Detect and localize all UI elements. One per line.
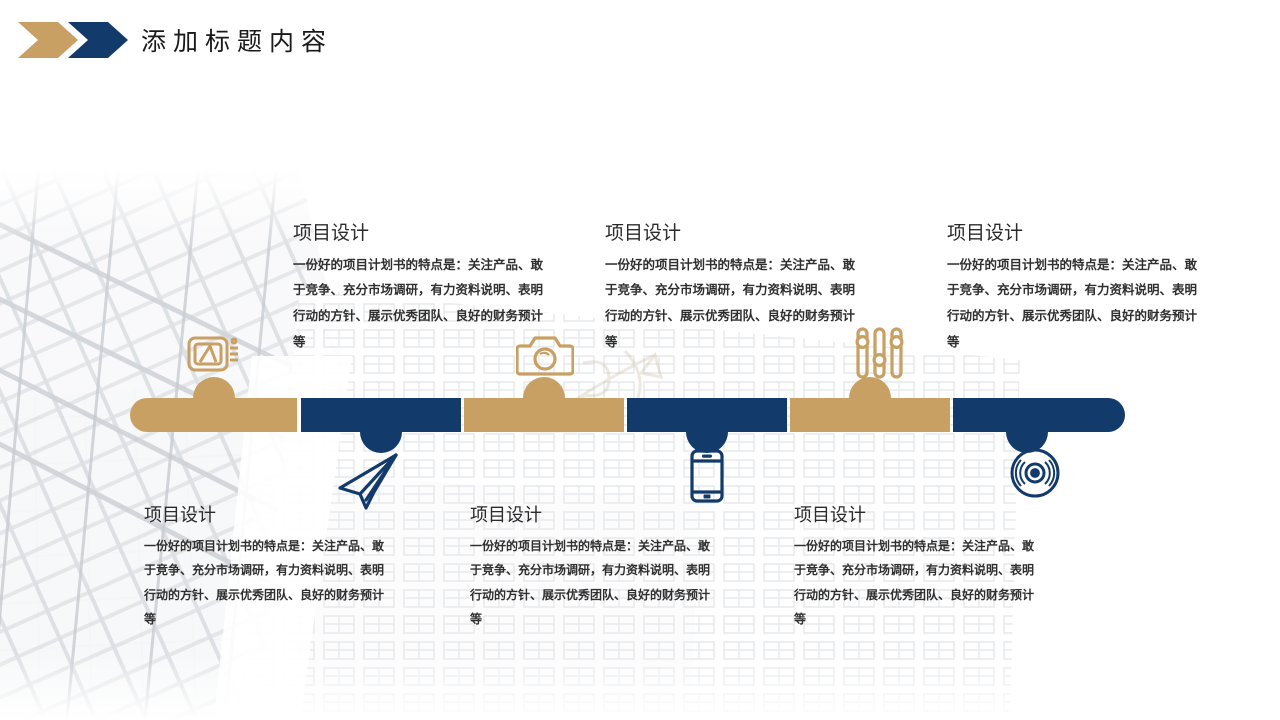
- timeline-bar-4: [627, 398, 787, 432]
- timeline-segment-4[interactable]: [627, 398, 787, 453]
- timeline-item-text-5: 项目设计 一份好的项目计划书的特点是：关注产品、敢于竞争、充分市场调研，有力资料…: [947, 222, 1197, 354]
- timeline-node-1: [192, 377, 235, 398]
- timeline-node-6: [1005, 432, 1048, 453]
- vinyl-disc-icon: [1008, 446, 1062, 505]
- item-title-6: 项目设计: [794, 505, 866, 526]
- timeline-bar-5: [790, 398, 950, 432]
- chevron-navy-icon: [68, 22, 128, 63]
- timeline-item-text-3: 项目设计 一份好的项目计划书的特点是：关注产品、敢于竞争、充分市场调研，有力资料…: [605, 222, 855, 354]
- paper-plane-icon: [336, 452, 402, 515]
- item-title-1: 项目设计: [293, 222, 370, 244]
- slide-header: 添加标题内容: [0, 0, 1280, 80]
- camera-icon: [515, 332, 575, 383]
- chevron-gold-icon: [18, 22, 78, 63]
- timeline-node-2: [360, 432, 402, 453]
- item-body-6: 一份好的项目计划书的特点是：关注产品、敢于竞争、充分市场调研，有力资料说明、表明…: [794, 538, 1035, 627]
- timeline-item-text-6: 项目设计 一份好的项目计划书的特点是：关注产品、敢于竞争、充分市场调研，有力资料…: [794, 505, 1034, 632]
- timeline-node-3: [523, 377, 565, 398]
- item-title-2: 项目设计: [144, 505, 216, 526]
- timeline-segment-5[interactable]: [790, 377, 950, 432]
- timeline-bar-6: [953, 398, 1125, 432]
- timeline-segment-1[interactable]: [130, 377, 297, 432]
- tv-icon: [186, 330, 244, 383]
- page-title: 添加标题内容: [141, 27, 334, 56]
- timeline-bar-2: [301, 398, 461, 432]
- timeline-item-text-2: 项目设计 一份好的项目计划书的特点是：关注产品、敢于竞争、充分市场调研，有力资料…: [144, 505, 384, 632]
- item-title-5: 项目设计: [947, 222, 1024, 244]
- timeline-segment-3[interactable]: [464, 377, 624, 432]
- equalizer-icon: [854, 326, 906, 387]
- smartphone-icon: [689, 448, 725, 509]
- item-body-1: 一份好的项目计划书的特点是：关注产品、敢于竞争、充分市场调研，有力资料说明、表明…: [293, 256, 544, 349]
- timeline-item-text-1: 项目设计 一份好的项目计划书的特点是：关注产品、敢于竞争、充分市场调研，有力资料…: [293, 222, 543, 354]
- timeline-bar-3: [464, 398, 624, 432]
- item-body-5: 一份好的项目计划书的特点是：关注产品、敢于竞争、充分市场调研，有力资料说明、表明…: [947, 256, 1198, 349]
- timeline-segment-2[interactable]: [301, 398, 461, 453]
- timeline-node-5: [849, 377, 891, 398]
- timeline-bar-1: [130, 398, 297, 432]
- timeline-item-text-4: 项目设计 一份好的项目计划书的特点是：关注产品、敢于竞争、充分市场调研，有力资料…: [470, 505, 710, 632]
- item-body-4: 一份好的项目计划书的特点是：关注产品、敢于竞争、充分市场调研，有力资料说明、表明…: [470, 538, 711, 627]
- timeline-node-4: [686, 432, 728, 453]
- item-body-3: 一份好的项目计划书的特点是：关注产品、敢于竞争、充分市场调研，有力资料说明、表明…: [605, 256, 856, 349]
- timeline-segment-6[interactable]: [953, 398, 1125, 453]
- item-title-3: 项目设计: [605, 222, 682, 244]
- item-title-4: 项目设计: [470, 505, 542, 526]
- item-body-2: 一份好的项目计划书的特点是：关注产品、敢于竞争、充分市场调研，有力资料说明、表明…: [144, 538, 385, 627]
